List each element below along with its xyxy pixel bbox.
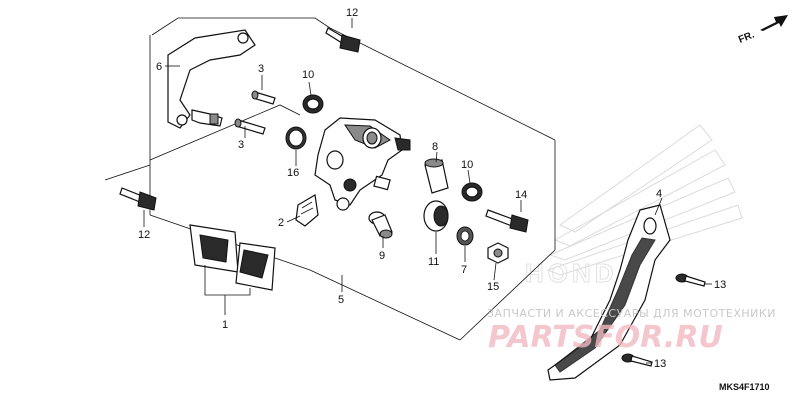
callout-6: 6 [156,61,162,73]
brake-pad-a [189,224,239,273]
callout-14: 14 [515,189,527,201]
callout-8: 8 [432,141,438,153]
screw-13-lower [621,353,653,367]
watermark-brand: PARTSFOR.RU [488,320,723,355]
honda-wing-watermark: HONDA [525,124,743,289]
callout-10-upper: 10 [302,69,314,81]
pin-boot-upper [302,94,324,114]
callout-15: 15 [487,281,499,293]
pad-spring [295,194,319,227]
leader-lines [143,18,712,364]
callout-16: 16 [287,167,299,179]
screw-13-upper [675,273,706,287]
callout-3-upper: 3 [258,63,264,75]
slide-pin-upper [251,90,276,105]
pin-boot-lower [461,182,483,202]
callout-7: 7 [461,264,467,276]
pin-sleeve [424,158,449,194]
caliper-bracket [167,29,256,129]
diagram-code: MKS4F1710 [719,382,770,392]
bolt-12-bottom [119,187,157,211]
disc-guard [547,204,671,381]
callout-13-upper: 13 [714,279,726,291]
callout-5: 5 [338,294,344,306]
caliper-piston [423,200,449,232]
callout-9: 9 [379,250,385,262]
slide-pin-lower [234,118,266,135]
assembly-boundary [104,17,556,341]
bolt-14 [485,209,529,233]
callout-12-top: 12 [346,7,358,19]
seal-ring [285,126,307,150]
flange-nut [487,242,509,264]
front-arrow-icon [760,15,788,31]
bolt-12-top [325,27,361,53]
brake-pad-b [235,242,276,291]
callouts: 6 12 3 3 10 16 2 8 10 14 9 11 7 15 12 1 … [138,7,726,370]
front-direction-label: FR. [737,29,756,45]
piston-seal [456,226,474,246]
front-direction-indicator: FR. [737,15,788,46]
callout-4: 4 [656,188,662,200]
bleeder-screw [368,211,393,239]
callout-1: 1 [222,319,228,331]
caliper-body [314,117,411,211]
callout-2: 2 [278,217,284,229]
callout-3-lower: 3 [238,139,244,151]
callout-11: 11 [428,256,439,268]
callout-13-lower: 13 [654,358,666,370]
callout-12-bottom: 12 [138,229,150,241]
callout-10-lower: 10 [461,159,473,171]
watermark-tagline: ЗАПЧАСТИ И АКСЕССУАРЫ ДЛЯ МОТОТЕХНИКИ [487,307,776,320]
